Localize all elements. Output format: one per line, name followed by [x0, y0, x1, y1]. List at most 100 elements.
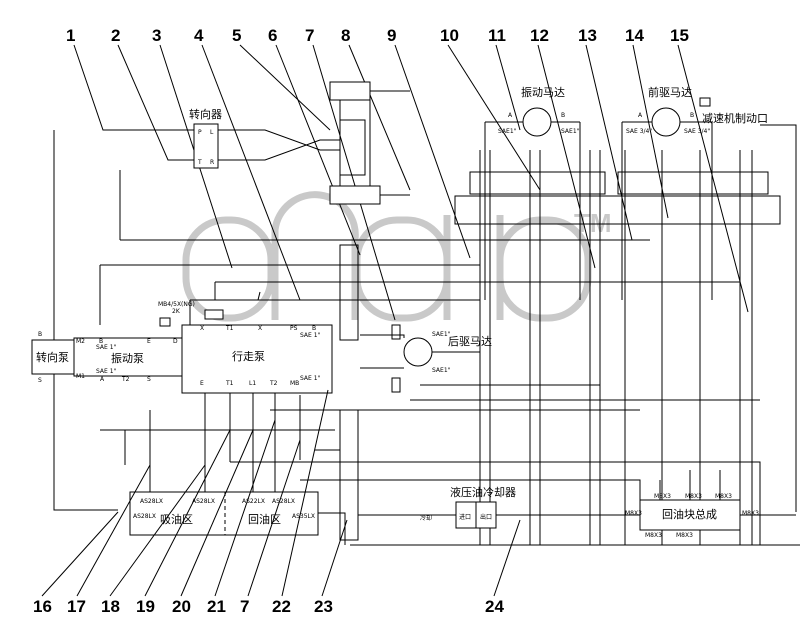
svg-text:T: T — [197, 159, 202, 166]
front-drive-motor: 前驱马达 A B SAE 3/4" SAE 3/4" 减速机制动口 — [621, 85, 797, 512]
steering-pump-label: 转向泵 — [36, 350, 69, 364]
svg-text:B: B — [561, 112, 565, 119]
return-block-label: 回油块总成 — [662, 507, 717, 521]
svg-text:PS: PS — [290, 325, 298, 332]
svg-text:M8X3: M8X3 — [742, 510, 759, 517]
callout-7: 7 — [305, 26, 314, 45]
trunk-lines — [53, 130, 800, 546]
oil-cooler: 液压油冷却器 进口 出口 冷却 — [358, 485, 640, 529]
svg-text:MB: MB — [290, 380, 299, 387]
svg-text:X: X — [200, 325, 204, 332]
hose-bundle — [479, 150, 753, 545]
callout-8: 8 — [341, 26, 350, 45]
callout-15: 15 — [670, 26, 689, 45]
top-leaders — [73, 44, 749, 321]
callout-17: 17 — [67, 597, 86, 616]
svg-text:冷却: 冷却 — [420, 514, 432, 522]
svg-text:D: D — [173, 338, 178, 345]
svg-text:进口: 进口 — [459, 513, 471, 521]
svg-text:SAE1": SAE1" — [432, 331, 451, 338]
svg-text:E: E — [200, 380, 204, 387]
svg-text:M8X3: M8X3 — [625, 510, 642, 517]
callout-6: 6 — [268, 26, 277, 45]
callout-3: 3 — [152, 26, 161, 45]
oil-tank: 吸油区 回油区 AS28LX AS28LX AS28LX AS22LX AS28… — [129, 491, 346, 545]
rear-drive-motor: 后驱马达 SAE1" SAE1" — [360, 324, 492, 393]
svg-text:S: S — [38, 377, 42, 384]
svg-text:M8X3: M8X3 — [676, 532, 693, 539]
svg-text:M8X3: M8X3 — [715, 493, 732, 500]
callout-19: 19 — [136, 597, 155, 616]
reducer-brake-port-label: 减速机制动口 — [702, 111, 768, 125]
callout-18: 18 — [101, 597, 120, 616]
svg-text:SAE 3/4": SAE 3/4" — [626, 128, 652, 135]
top-callouts: 1 2 3 4 5 6 7 8 9 10 11 12 13 14 15 — [66, 26, 689, 45]
steering-valve-label: 转向器 — [189, 107, 222, 121]
svg-text:B: B — [38, 331, 42, 338]
callout-22: 22 — [272, 597, 291, 616]
callout-4: 4 — [194, 26, 204, 45]
steering-pump: 转向泵 B S — [31, 330, 75, 385]
callout-5: 5 — [232, 26, 241, 45]
callout-1: 1 — [66, 26, 75, 45]
svg-text:A: A — [508, 112, 513, 119]
callout-24: 24 — [485, 597, 504, 616]
svg-text:M8X3: M8X3 — [685, 493, 702, 500]
vibration-motor: 振动马达 A B SAE1" SAE1" — [484, 85, 581, 300]
steering-cylinders — [329, 81, 410, 205]
return-zone-label: 回油区 — [248, 512, 281, 526]
rear-drive-motor-label: 后驱马达 — [448, 335, 492, 348]
chassis-frames — [454, 171, 781, 225]
callout-16: 16 — [33, 597, 52, 616]
return-block: 回油块总成 M8X3 M8X3 M8X3 M8X3 M8X3 M8X3 M8X3 — [625, 470, 796, 539]
svg-text:2K: 2K — [172, 308, 181, 315]
svg-text:P: P — [198, 129, 202, 136]
svg-text:E: E — [147, 338, 151, 345]
svg-text:X: X — [258, 325, 262, 332]
callout-7-bottom: 7 — [240, 597, 249, 616]
svg-text:B: B — [690, 112, 694, 119]
callout-20: 20 — [172, 597, 191, 616]
vertical-bars — [339, 244, 359, 541]
svg-text:AS35LX: AS35LX — [292, 513, 315, 520]
travel-pump: 行走泵 X T1 X PS B SAE 1" E T1 L1 T2 MB SAE… — [158, 301, 333, 394]
front-drive-motor-label: 前驱马达 — [648, 85, 692, 99]
watermark: TM — [182, 191, 612, 322]
svg-text:SAE1": SAE1" — [432, 367, 451, 374]
svg-text:AS28LX: AS28LX — [133, 513, 156, 520]
svg-text:A: A — [638, 112, 643, 119]
svg-text:S: S — [147, 376, 151, 383]
svg-text:SAE 1": SAE 1" — [300, 375, 321, 382]
callout-21: 21 — [207, 597, 226, 616]
svg-text:SAE 1": SAE 1" — [96, 368, 117, 375]
svg-text:T2: T2 — [121, 376, 130, 383]
svg-text:M8X3: M8X3 — [654, 493, 671, 500]
svg-text:AS28LX: AS28LX — [140, 498, 163, 505]
callout-12: 12 — [530, 26, 549, 45]
svg-text:B: B — [312, 325, 316, 332]
svg-text:M1: M1 — [76, 373, 85, 380]
bottom-callouts: 16 17 18 19 20 21 7 22 23 24 — [33, 597, 504, 616]
svg-text:L: L — [210, 129, 214, 136]
callout-9: 9 — [387, 26, 396, 45]
svg-text:A: A — [100, 376, 105, 383]
callout-23: 23 — [314, 597, 333, 616]
callout-11: 11 — [488, 26, 506, 45]
callout-13: 13 — [578, 26, 597, 45]
svg-text:R: R — [210, 159, 214, 166]
callout-10: 10 — [440, 26, 459, 45]
svg-text:AS28LX: AS28LX — [192, 498, 215, 505]
svg-text:出口: 出口 — [480, 513, 492, 521]
svg-text:SAE 1": SAE 1" — [96, 344, 117, 351]
bottom-leaders — [41, 389, 521, 597]
vibration-pump-label: 振动泵 — [111, 351, 144, 365]
svg-text:SAE 1": SAE 1" — [300, 332, 321, 339]
svg-text:SAE1": SAE1" — [561, 128, 580, 135]
suction-zone-label: 吸油区 — [160, 512, 193, 526]
steering-valve: 转向器 P L T R — [189, 107, 340, 169]
svg-text:T1: T1 — [225, 325, 234, 332]
svg-text:T1: T1 — [225, 380, 234, 387]
travel-pump-label: 行走泵 — [232, 350, 265, 363]
svg-text:M2: M2 — [76, 338, 85, 345]
